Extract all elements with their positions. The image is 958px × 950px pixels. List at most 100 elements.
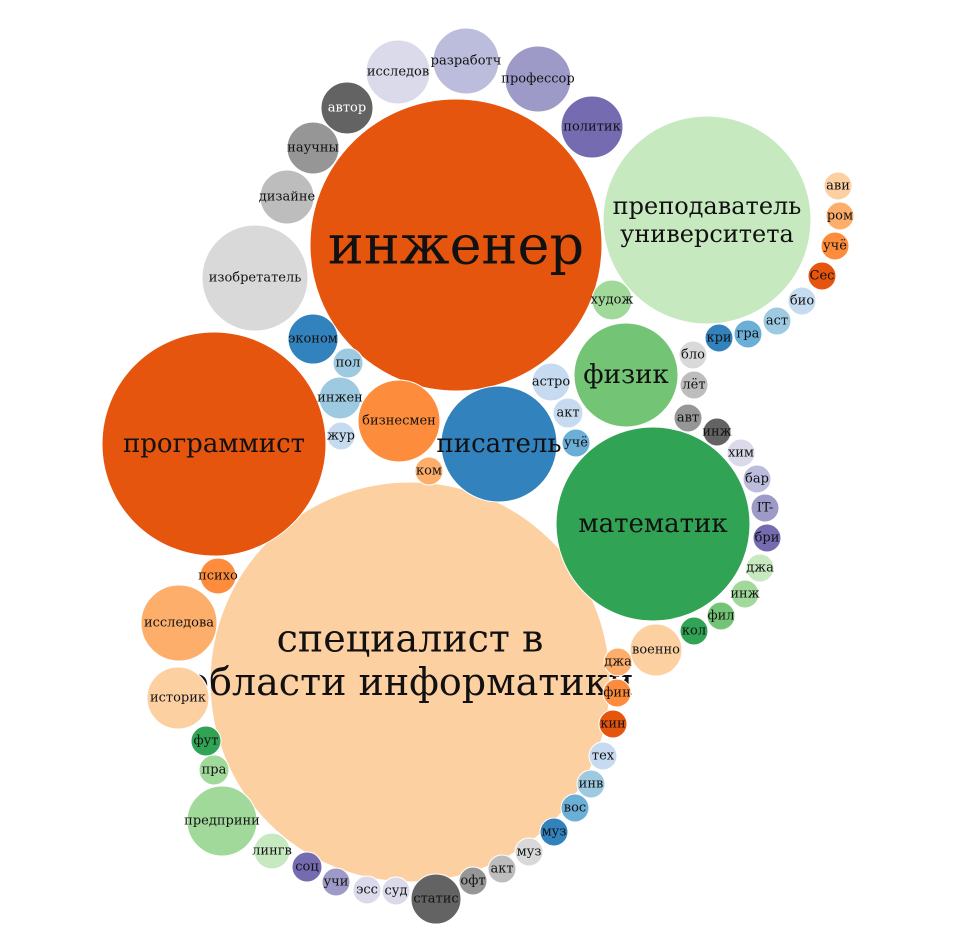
bubble-эконом: эконом: [287, 313, 339, 365]
bubble-эсс: эсс: [352, 875, 382, 905]
bubble-circle-муз: [514, 837, 544, 867]
bubble-circle-инв: [576, 769, 606, 799]
bubble-circle-учё: [561, 428, 591, 458]
bubble-circle-автор: [320, 81, 374, 135]
bubble-вос: вос: [560, 793, 590, 823]
bubble-circle-бло: [678, 340, 708, 370]
bubble-circle-дизайне: [259, 169, 315, 225]
bubble-circle-фил: [706, 601, 736, 631]
bubble-circle-учи: [321, 867, 351, 897]
bubble-circle-ави: [823, 171, 853, 201]
bubble-авт: авт: [673, 403, 703, 433]
bubble-circle-it: [750, 493, 780, 523]
bubble-профессор: профессор: [501, 45, 575, 113]
bubble-джа: джа: [603, 647, 633, 677]
bubble-жур: жур: [326, 421, 356, 451]
bubble-circle-тех: [588, 741, 618, 771]
bubble-circle-авт: [673, 403, 703, 433]
bubble-circle-программист: [101, 331, 327, 557]
bubble-circle-бизнесмен: [357, 379, 441, 463]
bubble-учё: учё: [561, 428, 591, 458]
bubble-circle-бри: [752, 523, 782, 553]
bubble-circle-статис: [410, 873, 462, 925]
bubble-фин: фин: [602, 678, 632, 708]
bubble-бизнесмен: бизнесмен: [357, 379, 441, 463]
bubble-circle-инженер: [309, 98, 603, 392]
bubble-инв: инв: [576, 769, 606, 799]
bubble-бар: бар: [742, 464, 772, 494]
bubble-инжен: инжен: [317, 376, 363, 420]
bubble-кри: кри: [704, 323, 734, 353]
bubble-circle-бар: [742, 464, 772, 494]
bubble-circle-аст: [762, 306, 792, 336]
bubble-circle-хим: [726, 438, 756, 468]
bubble-бло: бло: [678, 340, 708, 370]
bubble-бри: бри: [752, 523, 782, 553]
bubble-соц: соц: [291, 851, 323, 883]
bubble-сес: Сес: [807, 261, 837, 291]
bubble-circle-исследова: [140, 584, 218, 662]
bubble-circle-политик: [560, 95, 624, 159]
bubble-изобретатель: изобретатель: [201, 224, 309, 332]
bubble-circle-разработч: [432, 27, 500, 95]
bubble-автор: автор: [320, 81, 374, 135]
bubble-circle-акт: [487, 854, 517, 884]
bubble-circle-фут: [190, 725, 222, 757]
bubble-пра: пра: [198, 754, 230, 786]
bubble-ком: ком: [414, 456, 444, 486]
bubble-circle-эсс: [352, 875, 382, 905]
bubble-кол: кол: [679, 616, 709, 646]
bubble-кин: кин: [598, 709, 628, 739]
bubble-дизайне: дизайне: [259, 169, 316, 225]
bubble-гра: гра: [733, 319, 763, 349]
bubble-астро: астро: [531, 362, 571, 402]
bubble-пол: пол: [332, 347, 364, 379]
bubble-разработч: разработч: [431, 27, 501, 95]
bubble-circle-военно: [629, 623, 683, 677]
bubble-математик: математик: [555, 426, 751, 622]
bubble-офт: офт: [458, 866, 488, 896]
bubble-circle-джа: [745, 553, 775, 583]
bubble-circle-кри: [704, 323, 734, 353]
bubble-муз: муз: [514, 837, 544, 867]
bubble-circle-сес: [807, 261, 837, 291]
bubble-circle-астро: [531, 362, 571, 402]
bubble-circle-ром: [825, 201, 855, 231]
bubble-учи: учи: [321, 867, 351, 897]
bubble-circle-био: [787, 286, 817, 316]
bubble-circle-инж: [730, 579, 760, 609]
bubble-исследова: исследова: [140, 584, 218, 662]
bubble-суд: суд: [381, 876, 411, 906]
bubble-инженер: инженер: [309, 98, 603, 392]
bubble-фут: фут: [190, 725, 222, 757]
bubble-акт: акт: [487, 854, 517, 884]
bubble-историк: историк: [146, 666, 210, 730]
bubble-circle-изобретатель: [201, 224, 309, 332]
bubble-программист: программист: [101, 331, 327, 557]
bubble-джа: джа: [745, 553, 775, 583]
bubble-учё: учё: [820, 231, 850, 261]
bubble-it: IT-: [750, 493, 780, 523]
bubble-circle-физик: [573, 322, 679, 428]
bubble-circle-акт: [552, 397, 584, 429]
bubble-военно: военно: [629, 623, 683, 677]
bubble-circle-жур: [326, 421, 356, 451]
bubble-психо: психо: [198, 557, 238, 595]
bubble-био: био: [787, 286, 817, 316]
bubble-circle-профессор: [504, 45, 572, 113]
bubble-хим: хим: [726, 438, 756, 468]
bubble-circle-учё: [820, 231, 850, 261]
bubble-circle-пра: [198, 754, 230, 786]
bubble-circle-историк: [146, 666, 210, 730]
bubble-circle-эконом: [287, 313, 339, 365]
bubble-ром: ром: [825, 201, 855, 231]
bubble-политик: политик: [560, 95, 624, 159]
bubble-circle-преподаватель-университета: [602, 115, 812, 325]
bubble-инж: инж: [730, 579, 760, 609]
bubble-circle-научны: [286, 121, 340, 175]
bubble-circle-предприни: [186, 785, 258, 857]
bubble-circle-лёт: [679, 370, 709, 400]
bubble-статис: статис: [410, 873, 462, 925]
